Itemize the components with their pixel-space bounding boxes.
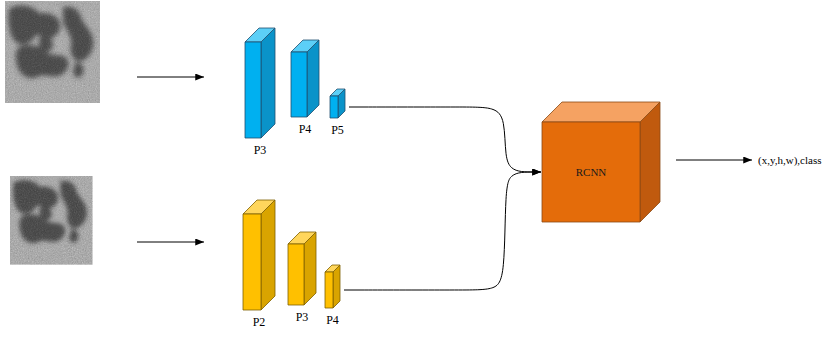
- block-label: RCNN: [542, 165, 640, 179]
- face-face: [288, 244, 304, 305]
- feature-map: P3: [288, 232, 316, 326]
- prism-shape: [330, 89, 345, 118]
- level-label: P5: [331, 123, 344, 137]
- face-face: [542, 122, 640, 222]
- flow-arrow: [137, 242, 204, 243]
- side-face: [304, 232, 316, 305]
- detector-block: RCNN: [542, 102, 660, 222]
- feature-map: P3: [245, 28, 275, 159]
- level-label: P3: [254, 143, 267, 157]
- feature-map: P4: [325, 265, 340, 329]
- face-face: [243, 214, 261, 310]
- top-face: [288, 232, 316, 244]
- prism-shape: [291, 40, 319, 117]
- top-face: [330, 89, 345, 96]
- level-label: P4: [326, 313, 339, 327]
- side-face: [261, 200, 275, 310]
- flow-arrow: [137, 77, 204, 78]
- top-face: [542, 102, 660, 122]
- prism-shape: [243, 200, 275, 310]
- feature-map: P4: [291, 40, 319, 138]
- face-face: [325, 272, 333, 308]
- top-face: [243, 200, 275, 214]
- feature-map: P2: [243, 200, 275, 331]
- prism-shape: [288, 232, 316, 305]
- face-face: [330, 96, 338, 118]
- face-face: [245, 42, 261, 138]
- prism-shape: [325, 265, 340, 308]
- prism-shape: [245, 28, 275, 138]
- side-face: [338, 89, 345, 118]
- top-face: [291, 40, 319, 52]
- input-image: [5, 1, 100, 103]
- merge-connector: [344, 172, 541, 290]
- cube-shape: [542, 102, 660, 222]
- side-face: [640, 102, 660, 222]
- level-label: P4: [299, 122, 312, 136]
- output-arrow: [676, 160, 752, 161]
- top-face: [245, 28, 275, 42]
- side-face: [333, 265, 340, 308]
- input-image: [10, 176, 93, 265]
- merge-connector: [349, 107, 541, 172]
- output-label: (x,y,h,w),class: [758, 154, 821, 167]
- level-label: P2: [253, 315, 266, 329]
- feature-map: P5: [330, 89, 345, 139]
- side-face: [261, 28, 275, 138]
- face-face: [291, 52, 307, 117]
- level-label: P3: [296, 310, 309, 324]
- side-face: [307, 40, 319, 117]
- top-face: [325, 265, 340, 272]
